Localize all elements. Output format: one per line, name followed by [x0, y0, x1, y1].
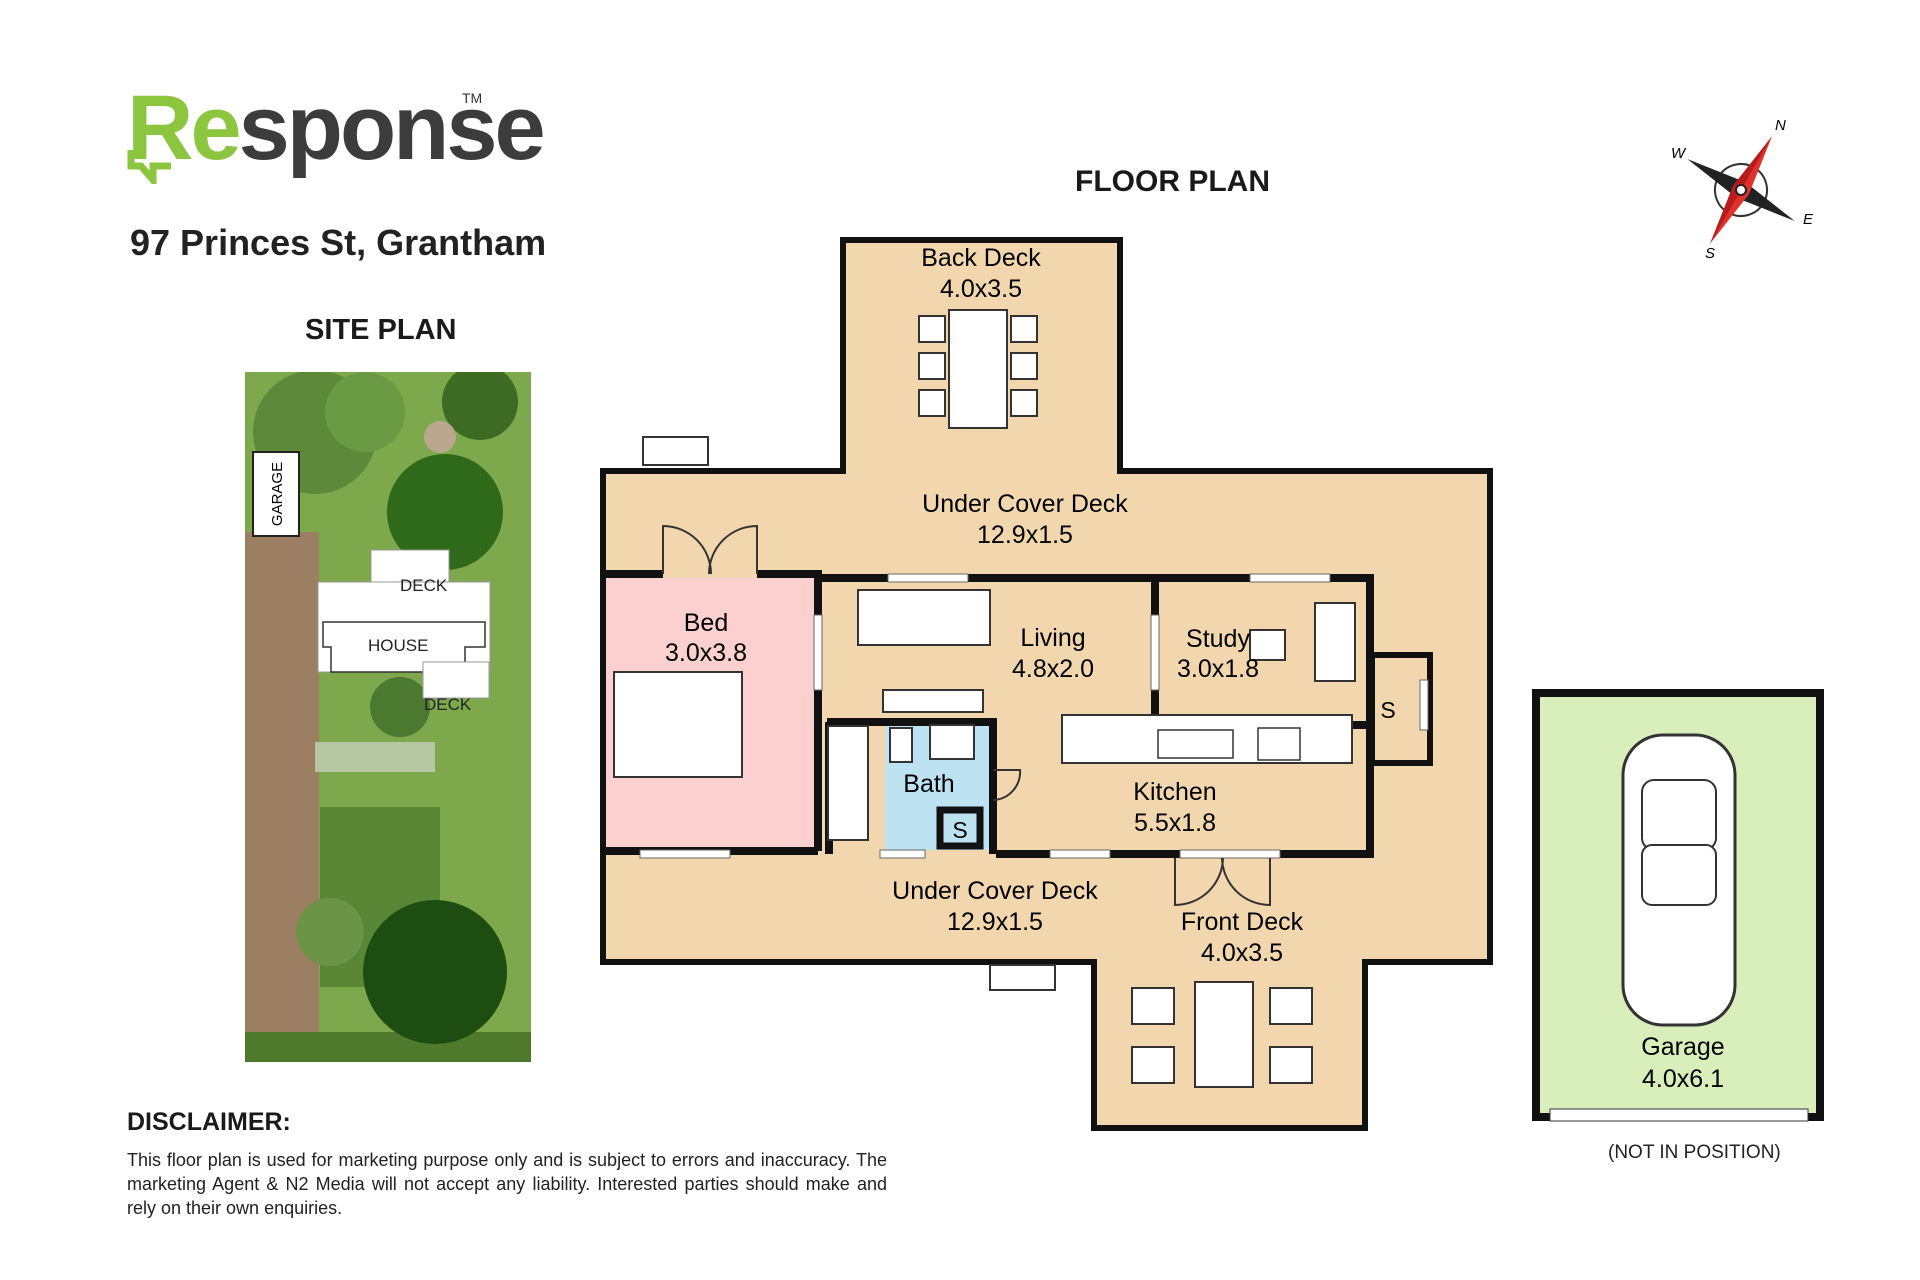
car-windscreen	[1641, 779, 1717, 851]
site-deck-top-label: DECK	[400, 576, 448, 595]
back-deck-size: 4.0x3.5	[940, 275, 1022, 303]
floor-plan-title: FLOOR PLAN	[1075, 165, 1270, 198]
chair	[918, 352, 946, 380]
armchair	[1269, 1046, 1313, 1084]
kitchen-name: Kitchen	[1133, 778, 1216, 806]
response-logo: Response	[127, 82, 546, 174]
basin-icon	[929, 724, 975, 760]
tree-icon	[387, 454, 503, 570]
site-garage	[252, 451, 300, 537]
window	[639, 849, 731, 859]
site-plan-title: SITE PLAN	[305, 314, 457, 346]
front-deck-table	[1194, 981, 1254, 1088]
site-hedge	[245, 1032, 531, 1062]
kitchen-size: 5.5x1.8	[1134, 809, 1216, 837]
armchair	[1131, 1046, 1175, 1084]
car-roof	[1641, 844, 1717, 906]
garage-size: 4.0x6.1	[1642, 1065, 1724, 1093]
chair	[918, 389, 946, 417]
bed-name: Bed	[684, 609, 728, 637]
tree-icon	[370, 677, 430, 737]
compass-rose-icon: N E S W	[1671, 118, 1814, 262]
bath-storage	[936, 806, 984, 850]
sink-icon	[1157, 729, 1234, 759]
site-deck-top	[370, 549, 450, 587]
window	[1419, 679, 1429, 731]
side-storage-label: S	[1380, 697, 1395, 723]
compass-w-label: W	[1671, 145, 1687, 162]
front-steps	[989, 964, 1056, 991]
logo-trademark: TM	[462, 90, 483, 106]
site-driveway	[245, 532, 319, 1062]
chair	[1010, 389, 1038, 417]
armchair	[1131, 987, 1175, 1025]
study-chair	[1249, 629, 1286, 661]
window	[1179, 849, 1281, 859]
bed-size: 3.0x3.8	[665, 639, 747, 667]
garage-door	[1549, 1108, 1809, 1122]
logo-part-green: Re	[127, 77, 242, 179]
tree-icon	[296, 898, 364, 966]
under-cover-deck-back-size: 12.9x1.5	[977, 521, 1073, 549]
chair	[918, 315, 946, 343]
front-french-door	[1174, 857, 1271, 907]
back-deck-name: Back Deck	[921, 244, 1041, 272]
disclaimer-text: This floor plan is used for marketing pu…	[127, 1150, 887, 1218]
window	[879, 849, 926, 859]
fire-pit-icon	[424, 421, 456, 453]
tree-icon	[325, 372, 405, 452]
property-address: 97 Princes St, Grantham	[130, 222, 547, 263]
study-name: Study	[1186, 625, 1250, 653]
shower-icon	[827, 725, 869, 841]
bath-door	[992, 769, 1022, 801]
garden-bed	[315, 742, 435, 772]
under-cover-deck-front-size: 12.9x1.5	[947, 908, 1043, 936]
window	[813, 614, 823, 691]
logo-part-dark: sponse	[238, 77, 546, 179]
compass-e-label: E	[1803, 211, 1814, 228]
site-garage-label: GARAGE	[269, 462, 286, 526]
dining-table	[948, 309, 1008, 429]
disclaimer-title: DISCLAIMER:	[127, 1108, 291, 1136]
compass-s-label: S	[1705, 245, 1715, 262]
front-deck-size: 4.0x3.5	[1201, 939, 1283, 967]
tree-icon	[442, 372, 518, 440]
chair	[1010, 352, 1038, 380]
site-plan: GARAGE DECK HOUSE DECK	[245, 372, 531, 1062]
back-steps	[642, 436, 709, 466]
front-deck-name: Front Deck	[1181, 908, 1304, 936]
tv-unit	[882, 689, 984, 713]
back-french-door	[662, 524, 758, 575]
bed-icon	[613, 671, 743, 778]
logo-speech-tail-icon	[127, 150, 171, 184]
cooktop-icon	[1257, 727, 1301, 761]
window	[887, 573, 969, 583]
living-name: Living	[1020, 624, 1085, 652]
toilet-icon	[889, 727, 913, 763]
sofa	[857, 589, 991, 646]
bath-label: Bath	[903, 770, 954, 798]
site-house-label: HOUSE	[368, 636, 428, 655]
garage-name: Garage	[1641, 1033, 1724, 1061]
floor-plan-outline	[600, 237, 1493, 1131]
window	[1249, 573, 1331, 583]
site-deck-bottom	[422, 661, 490, 699]
chair	[1010, 315, 1038, 343]
site-deck-bottom-label: DECK	[424, 695, 472, 714]
garage-position-note: (NOT IN POSITION)	[1608, 1142, 1781, 1163]
window	[1150, 614, 1160, 691]
tree-icon	[363, 900, 507, 1044]
bath-storage-label: S	[952, 817, 967, 843]
window	[1049, 849, 1111, 859]
under-cover-deck-front-name: Under Cover Deck	[892, 877, 1098, 905]
living-size: 4.8x2.0	[1012, 655, 1094, 683]
study-desk	[1314, 602, 1356, 682]
study-size: 3.0x1.8	[1177, 655, 1259, 683]
armchair	[1269, 987, 1313, 1025]
under-cover-deck-back-name: Under Cover Deck	[922, 490, 1128, 518]
compass-n-label: N	[1775, 118, 1786, 134]
